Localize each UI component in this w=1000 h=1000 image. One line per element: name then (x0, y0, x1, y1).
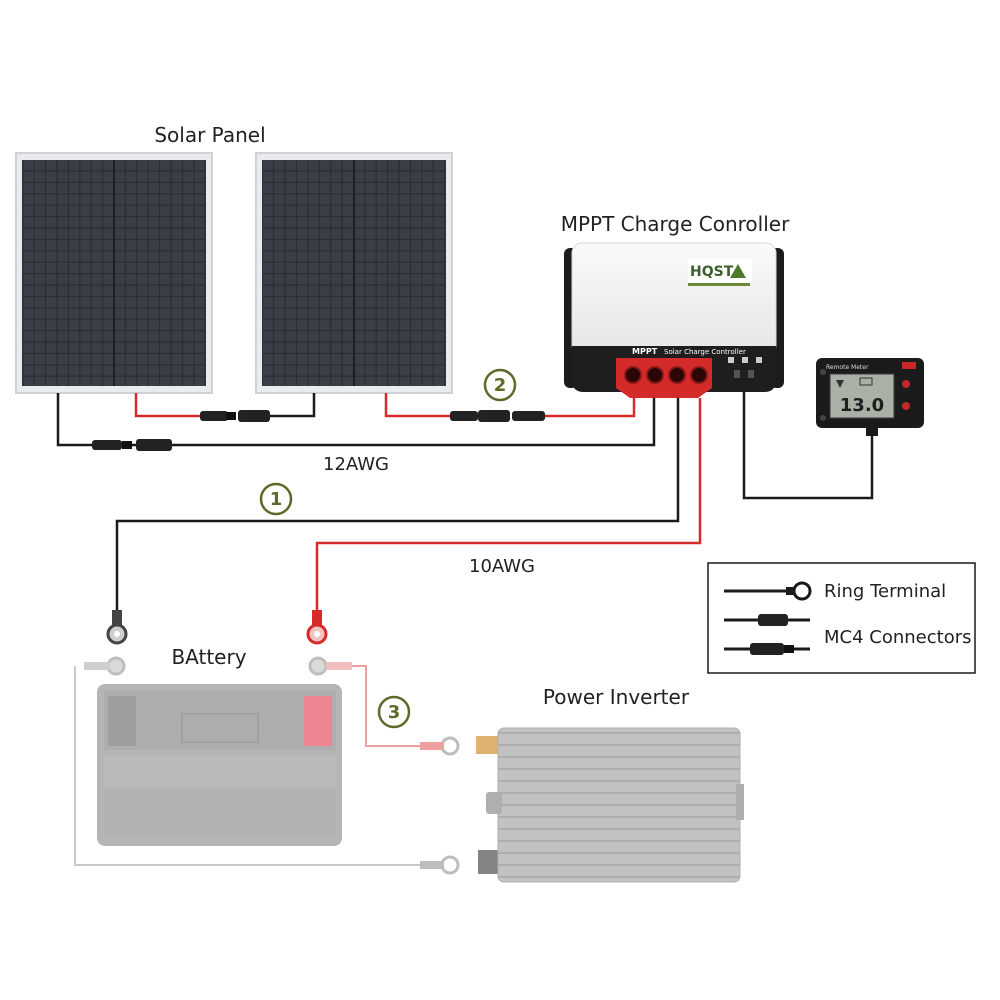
svg-text:MPPT: MPPT (632, 347, 658, 356)
remote-meter: Remote Meter 13.0 (742, 358, 924, 500)
solar-panel-label: Solar Panel (154, 123, 265, 147)
mc4-connector-legend-icon (724, 614, 810, 655)
mppt-charge-controller: MPPT Charge Conroller HQST MPPT Solar Ch… (561, 212, 790, 398)
ring-terminal-legend-icon (724, 581, 812, 601)
svg-text:1: 1 (270, 489, 283, 510)
inverter-label: Power Inverter (543, 685, 690, 709)
inverter-wires (74, 665, 460, 875)
legend-ring-terminal: Ring Terminal (824, 581, 946, 602)
svg-text:3: 3 (388, 702, 401, 723)
solar-panel-right (255, 152, 453, 394)
controller-label: MPPT Charge Conroller (561, 212, 790, 236)
remote-meter-reading: 13.0 (840, 395, 884, 416)
legend: Ring Terminal MC4 Connectors (707, 562, 976, 674)
svg-text:2: 2 (494, 375, 507, 396)
mc4-connector-pair-1 (200, 410, 270, 422)
step-1-badge: 1 (259, 482, 293, 516)
battery-body (84, 656, 352, 846)
step-3-badge: 3 (377, 695, 411, 729)
power-inverter (476, 727, 744, 883)
mc4-connector-pair-3 (92, 439, 172, 451)
hqst-logo: HQST (688, 259, 752, 286)
solar-panel-left (15, 152, 213, 394)
step-2-badge: 2 (483, 368, 517, 402)
battery-wires (115, 398, 702, 612)
ring-terminal-negative (106, 610, 128, 645)
svg-text:Solar Charge Controller: Solar Charge Controller (664, 348, 746, 356)
ring-terminal-positive (306, 610, 328, 645)
solar-panel-array: Solar Panel (15, 123, 453, 394)
legend-mc4-connectors: MC4 Connectors (824, 627, 972, 648)
remote-meter-title: Remote Meter (826, 364, 869, 371)
svg-text:HQST: HQST (690, 264, 734, 280)
battery-label-text: BAttery (171, 645, 246, 669)
awg10-label: 10AWG (469, 556, 535, 577)
mc4-connector-pair-2 (450, 410, 545, 422)
awg12-label: 12AWG (323, 454, 389, 475)
controller-terminal-block (616, 358, 712, 398)
